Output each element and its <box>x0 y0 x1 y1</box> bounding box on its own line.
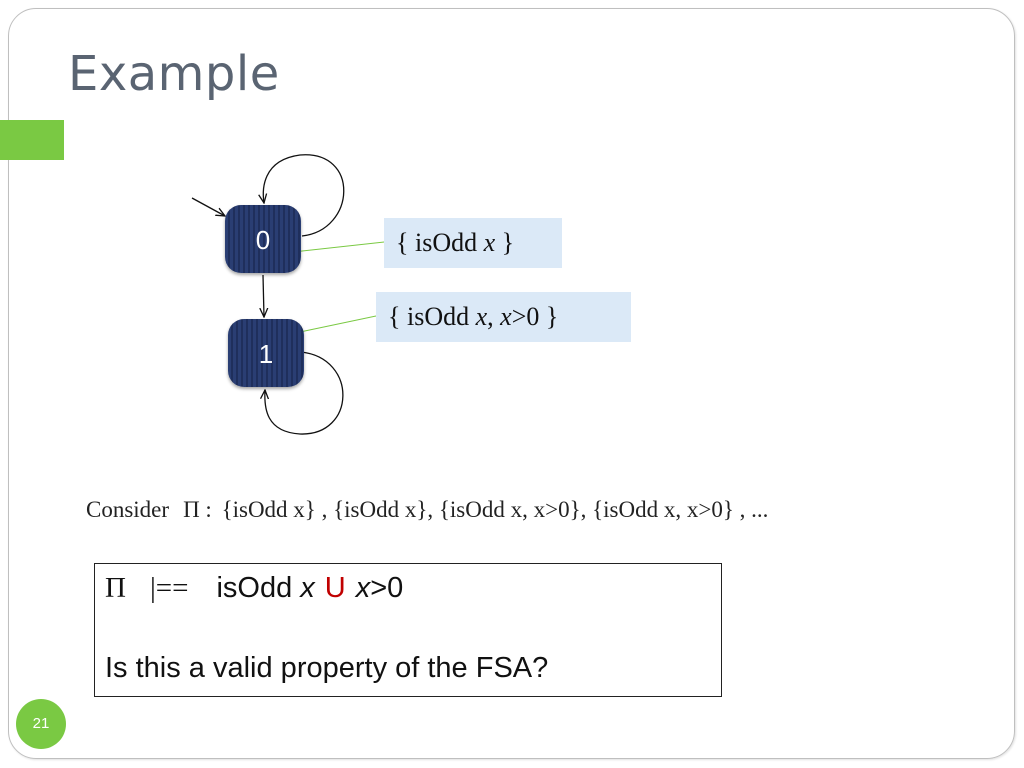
self-loop-state-0 <box>263 154 345 237</box>
slide-title: Example <box>68 46 280 102</box>
state-1: 1 <box>228 319 304 387</box>
state-0-propositions: { isOdd x } <box>384 218 562 268</box>
until-operator: U <box>324 572 346 604</box>
state-0: 0 <box>225 205 301 273</box>
state-1-propositions: { isOdd x, x>0 } <box>376 292 631 342</box>
consider-lead: Consider <box>86 497 170 522</box>
slide-frame <box>8 8 1015 759</box>
slide-number: 21 <box>16 699 66 749</box>
accent-block <box>0 120 64 160</box>
state-1-label: 1 <box>258 339 274 369</box>
label-connector-1 <box>299 315 377 333</box>
consider-trace: {isOdd x} , {isOdd x}, {isOdd x, x>0}, {… <box>221 497 769 522</box>
initial-arrow <box>191 197 225 216</box>
consider-pi: Π : <box>183 497 212 522</box>
property-question: Is this a valid property of the FSA? <box>105 652 549 684</box>
state-0-label: 0 <box>255 225 271 255</box>
consider-sequence: Consider Π : {isOdd x} , {isOdd x}, {isOd… <box>86 497 768 523</box>
self-loop-state-1 <box>265 351 344 435</box>
transition-0-to-1 <box>263 274 264 317</box>
